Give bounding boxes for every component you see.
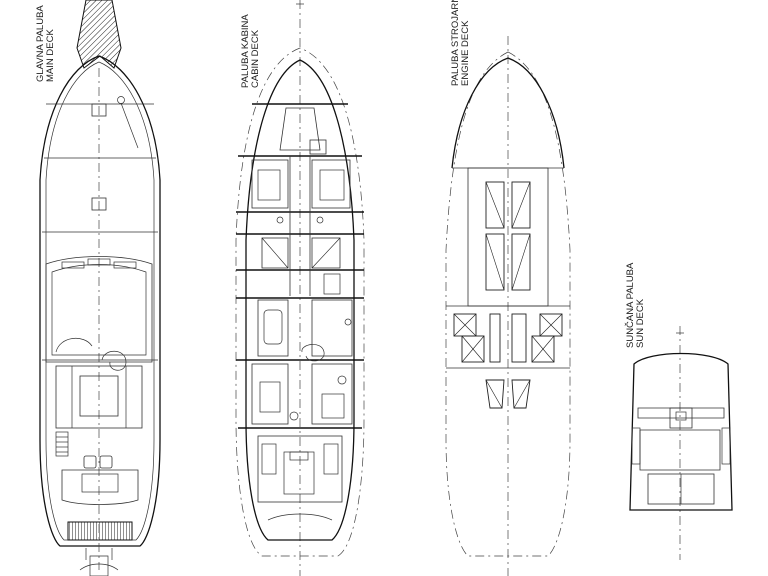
master-cabin	[257, 435, 343, 503]
transom-grating	[67, 521, 133, 541]
fore-wc	[309, 139, 327, 155]
bed	[259, 381, 281, 413]
stern-fitting	[79, 548, 119, 571]
sun-deck-helm	[675, 411, 687, 421]
wc-icon	[276, 216, 284, 224]
main-room-lower	[55, 365, 143, 429]
bed	[257, 169, 281, 201]
aft-ladder	[55, 431, 69, 457]
aft-tank-cross	[485, 379, 503, 409]
main-deck-plan	[39, 0, 161, 576]
cabin-fore-port	[251, 159, 289, 209]
anchor-chain	[120, 102, 139, 149]
tank	[511, 233, 531, 291]
engine-tanks-starboard	[531, 313, 563, 363]
master-wardrobe	[261, 443, 277, 475]
master-bed	[283, 451, 315, 495]
skylight	[113, 261, 137, 269]
bed	[319, 169, 345, 201]
wc-icon	[337, 375, 347, 385]
aft-seat	[83, 455, 97, 469]
tank	[485, 233, 505, 291]
aft-tank-cross	[513, 379, 531, 409]
cabin-fore-starboard	[311, 159, 351, 209]
main-stair	[101, 350, 127, 371]
bunk-marker	[311, 237, 341, 269]
master-bath	[323, 443, 339, 475]
main-deck-hull	[39, 55, 161, 547]
engine-deck-plan	[445, 36, 571, 576]
bed	[321, 393, 345, 419]
central-room-starboard	[311, 299, 353, 357]
tank-cross	[511, 181, 531, 229]
hatch-fore	[91, 103, 107, 117]
skylight	[87, 258, 111, 266]
fitting-icon	[344, 318, 352, 326]
generator	[489, 313, 501, 363]
cabin-stair	[301, 344, 325, 362]
cabin-deck-outer-dash	[235, 47, 365, 557]
hatch-mid	[91, 197, 107, 211]
engine-deck-outer-dash	[445, 51, 571, 557]
central-room-inner	[263, 309, 283, 345]
cabin-aft-port	[251, 363, 289, 425]
tank-cross	[485, 181, 505, 229]
cabin-mid-starboard	[311, 237, 341, 269]
sun-deck-console	[669, 407, 693, 429]
stern-steps	[89, 555, 109, 576]
stern-curve	[267, 513, 333, 521]
windlass-icon	[117, 96, 125, 104]
wc-icon	[289, 411, 299, 421]
central-room	[257, 299, 289, 357]
aft-tank	[511, 379, 531, 409]
cabin-deck-plan	[235, 0, 365, 576]
master-pillow	[289, 451, 309, 461]
sun-deck-stair	[721, 427, 731, 465]
tank-cross	[485, 233, 505, 291]
sun-deck-bench	[637, 407, 725, 419]
aft-table	[81, 473, 119, 493]
bunk-marker	[261, 237, 289, 269]
tank	[511, 181, 531, 229]
deckhouse-outline	[45, 256, 153, 363]
cabin-deck-hull	[245, 59, 355, 541]
saloon-sofa	[55, 338, 93, 353]
aft-cockpit	[61, 469, 139, 505]
skylight	[61, 261, 85, 269]
main-galley	[79, 375, 119, 417]
main-deck-bulwark	[45, 61, 155, 541]
engine-tanks-port	[453, 313, 485, 363]
wc-icon	[316, 216, 324, 224]
tank-cross	[511, 233, 531, 291]
sun-deck-stair	[631, 427, 641, 465]
engine-deck-bow	[451, 57, 565, 169]
aft-seat	[99, 455, 113, 469]
sun-deck-outline	[629, 352, 733, 511]
sun-deck-plan	[629, 326, 733, 560]
cabin-aft-starboard	[311, 363, 353, 425]
bowsprit	[76, 0, 122, 69]
engine	[511, 313, 527, 363]
cabinet	[323, 273, 341, 295]
tank	[485, 181, 505, 229]
forepeak-room	[279, 107, 321, 151]
cabin-mid-port	[261, 237, 289, 269]
